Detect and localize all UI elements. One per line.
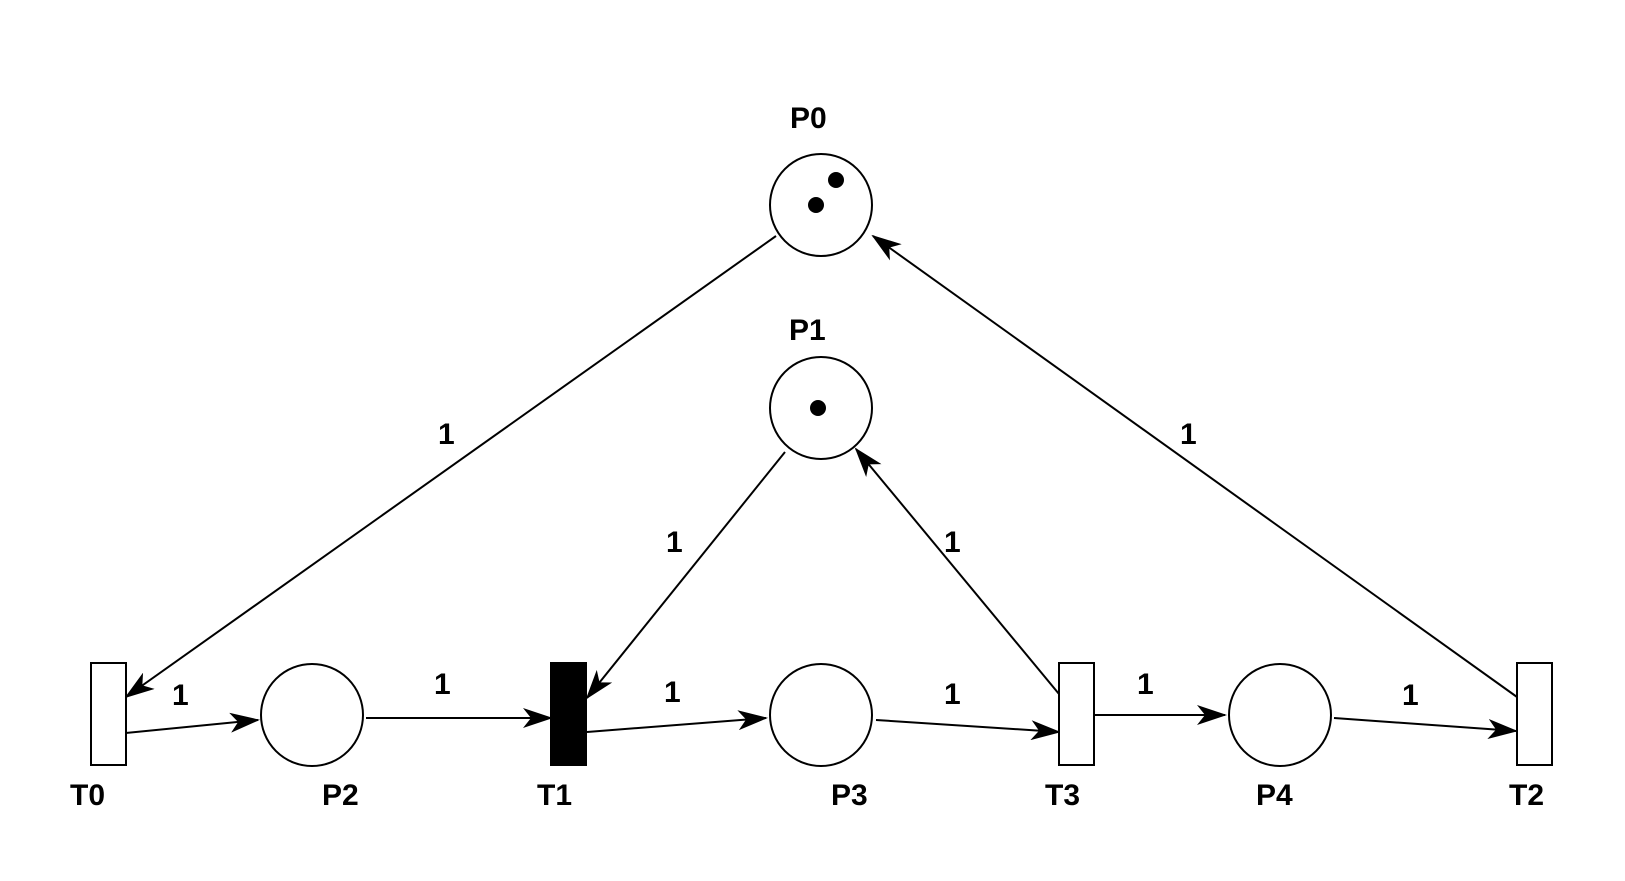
label-p4: P4 — [1256, 779, 1293, 812]
arc-p4-t2 — [1333, 717, 1518, 739]
arc-t2-p0 — [871, 234, 1518, 698]
weight-t1-p3: 1 — [664, 676, 681, 709]
weight-p3-t3: 1 — [944, 678, 961, 711]
transition-t2[interactable] — [1516, 662, 1553, 766]
label-p3: P3 — [831, 779, 868, 812]
label-p1: P1 — [789, 314, 826, 347]
arc-t0-p2 — [125, 712, 260, 734]
transitions — [90, 662, 1553, 766]
weight-p2-t1: 1 — [434, 668, 451, 701]
arc-t3-p1 — [854, 447, 1060, 695]
arc-weights: 1 1 1 1 1 1 1 1 1 1 — [172, 418, 1419, 712]
label-t0: T0 — [70, 779, 105, 812]
transition-t1[interactable] — [550, 662, 587, 766]
token-p0-b — [808, 197, 824, 213]
label-p2: P2 — [322, 779, 359, 812]
label-t2: T2 — [1509, 779, 1544, 812]
arc-p0-t0 — [124, 235, 777, 699]
tokens — [808, 172, 844, 416]
weight-t2-p0: 1 — [1180, 418, 1197, 451]
place-labels: P0 P1 P2 P3 P4 — [322, 102, 1293, 812]
label-p0: P0 — [790, 102, 827, 135]
place-p4[interactable] — [1228, 663, 1332, 767]
arc-p1-t1 — [585, 451, 786, 700]
place-p2[interactable] — [260, 663, 364, 767]
weight-t3-p4: 1 — [1137, 668, 1154, 701]
weight-p0-t0: 1 — [438, 418, 455, 451]
weight-t3-p1: 1 — [944, 526, 961, 559]
weight-p1-t1: 1 — [666, 526, 683, 559]
transition-labels: T0 T1 T3 T2 — [70, 779, 1544, 812]
arc-t1-p3 — [586, 710, 768, 733]
token-p1 — [810, 400, 826, 416]
label-t3: T3 — [1045, 779, 1080, 812]
label-t1: T1 — [537, 779, 572, 812]
weight-t0-p2: 1 — [172, 679, 189, 712]
token-p0-a — [828, 172, 844, 188]
transition-t3[interactable] — [1058, 662, 1095, 766]
arc-p3-t3 — [875, 719, 1061, 741]
places — [260, 153, 1332, 767]
weight-p4-t2: 1 — [1402, 679, 1419, 712]
arcs — [124, 234, 1518, 741]
transition-t0[interactable] — [90, 662, 127, 766]
place-p3[interactable] — [769, 663, 873, 767]
